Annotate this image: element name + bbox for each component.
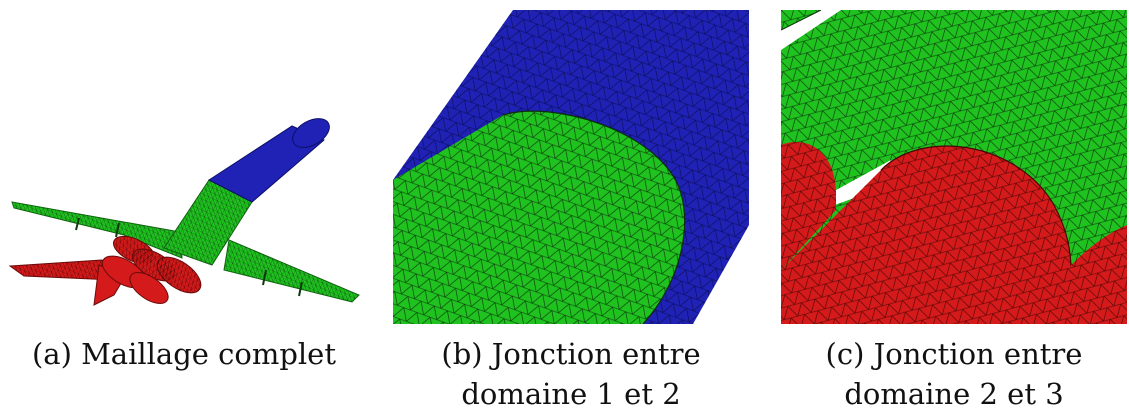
panel-b-image	[393, 10, 749, 324]
caption-b-line2: domaine 1 et 2	[461, 377, 681, 411]
caption-a-line1: (a) Maillage complet	[31, 337, 337, 371]
aircraft-mesh-illustration	[8, 118, 360, 306]
junction-1-2-mesh-illustration	[393, 10, 749, 324]
aircraft-nose	[292, 118, 330, 148]
caption-b-line1: (b) Jonction entre	[441, 337, 701, 371]
caption-b: (b) Jonction entre domaine 1 et 2	[393, 334, 749, 414]
junction-2-3-mesh-illustration	[781, 10, 1127, 324]
caption-c-line1: (c) Jonction entre	[825, 337, 1083, 371]
caption-a: (a) Maillage complet	[4, 334, 364, 374]
panel-a-image	[4, 90, 364, 315]
junction-line	[880, 145, 1072, 271]
caption-c-line2: domaine 2 et 3	[844, 377, 1064, 411]
caption-c: (c) Jonction entre domaine 2 et 3	[781, 334, 1127, 414]
junction-line	[502, 110, 686, 324]
panel-c-image	[781, 10, 1127, 324]
